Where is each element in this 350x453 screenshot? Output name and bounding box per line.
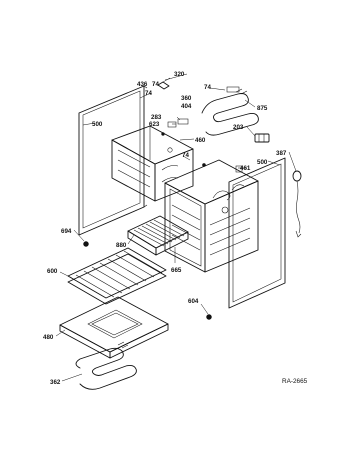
label-480: 480 [43, 334, 54, 341]
label-74: 74 [145, 90, 152, 97]
broil-pan [127, 215, 189, 256]
top-bracket [157, 77, 171, 90]
upper-chassis [111, 125, 194, 202]
small-hardware [161, 118, 189, 136]
label-203: 203 [233, 124, 244, 131]
bake-element [201, 86, 259, 136]
label-875: 875 [257, 105, 268, 112]
label-74: 74 [182, 152, 189, 159]
reference-code: RA-2665 [282, 378, 308, 385]
label-461: 461 [240, 165, 251, 172]
label-665: 665 [171, 267, 182, 274]
label-460: 460 [195, 137, 206, 144]
label-74: 74 [204, 84, 211, 91]
oven-cavity [164, 159, 259, 273]
label-74: 74 [152, 81, 159, 88]
label-880: 880 [116, 242, 127, 249]
callout-labels: 436 74 320 74 74 360 404 875 500 283 623… [43, 71, 287, 386]
leader-lines [55, 73, 297, 382]
label-387: 387 [276, 150, 287, 157]
right-side-panel [228, 157, 286, 309]
sensor-cord [292, 170, 302, 238]
label-404: 404 [181, 103, 192, 110]
label-623: 623 [149, 121, 160, 128]
label-362: 362 [50, 379, 61, 386]
label-694: 694 [61, 228, 72, 235]
label-436: 436 [137, 81, 148, 88]
label-500: 500 [92, 121, 103, 128]
oven-rack [67, 247, 167, 305]
left-side-panel [78, 85, 148, 236]
label-360: 360 [181, 95, 192, 102]
label-604: 604 [188, 298, 199, 305]
bottom-panel [59, 296, 169, 359]
label-500: 500 [257, 159, 268, 166]
label-600: 600 [47, 268, 58, 275]
label-283: 283 [151, 114, 162, 121]
terminal-block [254, 133, 270, 143]
fasteners [83, 163, 212, 320]
bottom-element [75, 341, 137, 390]
label-320: 320 [174, 71, 185, 78]
